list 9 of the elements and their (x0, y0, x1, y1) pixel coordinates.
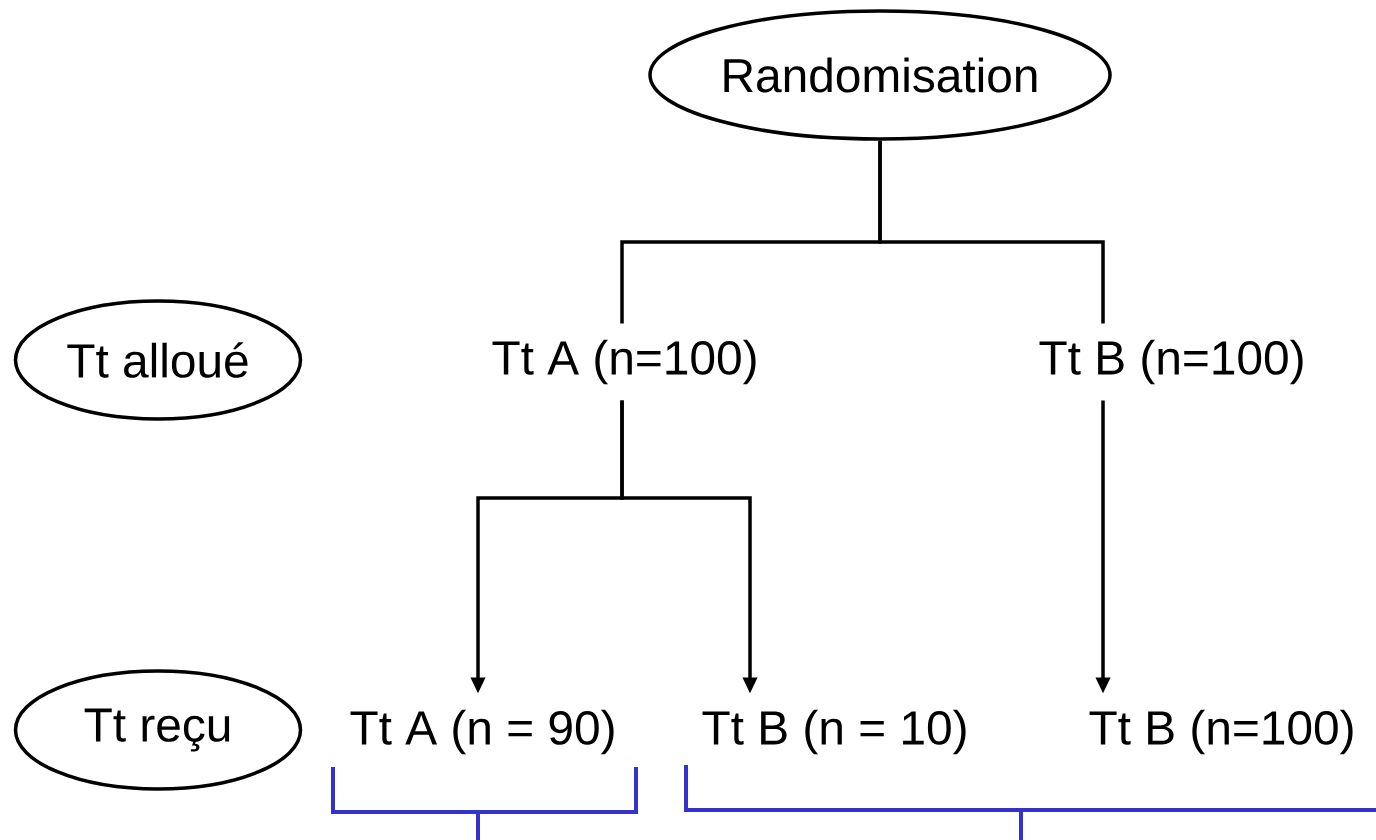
node-label: Tt B (n=100) (1039, 339, 1303, 385)
oval-node: Tt alloué (13, 299, 303, 421)
node-label: Tt A (n = 90) (350, 709, 614, 755)
connector (878, 140, 1105, 324)
node-label: Tt A (n=100) (492, 339, 756, 385)
node-label: Tt B (n = 10) (702, 709, 966, 755)
node-label: Tt B (n=100) (1089, 709, 1353, 755)
oval-node: Tt reçu (13, 669, 303, 791)
oval-node: Randomisation (648, 9, 1112, 141)
